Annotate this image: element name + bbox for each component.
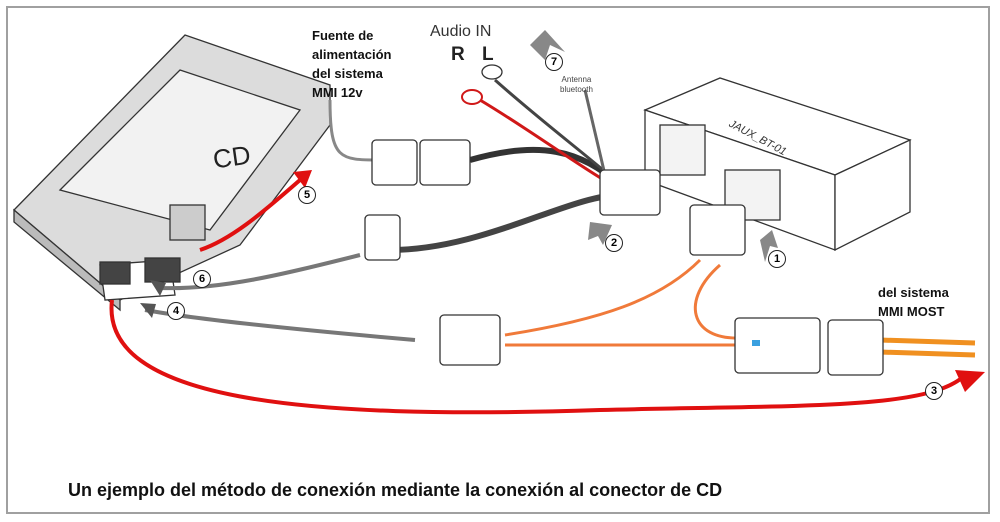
mmi-most-label: del sistema MMI MOST	[878, 283, 949, 321]
mmi-most-line-1: del sistema	[878, 285, 949, 300]
step-1-badge: 1	[768, 250, 786, 268]
step-3-badge: 3	[925, 382, 943, 400]
step-5-badge: 5	[298, 186, 316, 204]
caption: Un ejemplo del método de conexión median…	[68, 480, 723, 500]
fiber-connector	[439, 314, 501, 366]
cd-unit	[13, 34, 331, 312]
red-arrows	[109, 178, 967, 415]
step-4-badge: 4	[167, 302, 185, 320]
audio-r-label: R	[451, 44, 465, 65]
most-connector-mate	[827, 319, 884, 376]
diagram-frame	[6, 6, 990, 514]
power-source-label: Fuente de alimentación del sistema MMI 1…	[312, 26, 391, 102]
antenna-line-2: bluetooth	[560, 85, 593, 94]
step-7-badge: 7	[545, 53, 563, 71]
audio-in-label: Audio IN	[430, 23, 492, 40]
step-2-badge: 2	[605, 234, 623, 252]
power-source-line-1: Fuente de	[312, 28, 374, 43]
connectors	[364, 64, 884, 376]
arrow-1	[760, 230, 778, 262]
most-connector	[734, 317, 821, 374]
power-connector	[371, 139, 418, 186]
mmi-most-line-2: MMI MOST	[878, 304, 945, 319]
cd-side-connector	[364, 214, 401, 261]
audio-l-label: L	[482, 44, 494, 65]
jaux-module	[643, 77, 912, 252]
power-connector-mate	[419, 139, 471, 186]
arrow-2	[588, 222, 612, 245]
antenna-line-1: Antenna	[561, 75, 592, 84]
module-connector-2	[599, 169, 661, 216]
cd-unit-label: CD	[211, 139, 253, 175]
arrow-7	[530, 30, 565, 60]
power-source-line-2: alimentación	[312, 47, 392, 62]
antenna-label: Antenna bluetooth	[560, 75, 593, 95]
step-6-badge: 6	[193, 270, 211, 288]
power-source-line-4: MMI 12v	[312, 85, 363, 100]
module-connector-1	[689, 204, 746, 256]
power-source-line-3: del sistema	[312, 66, 383, 81]
